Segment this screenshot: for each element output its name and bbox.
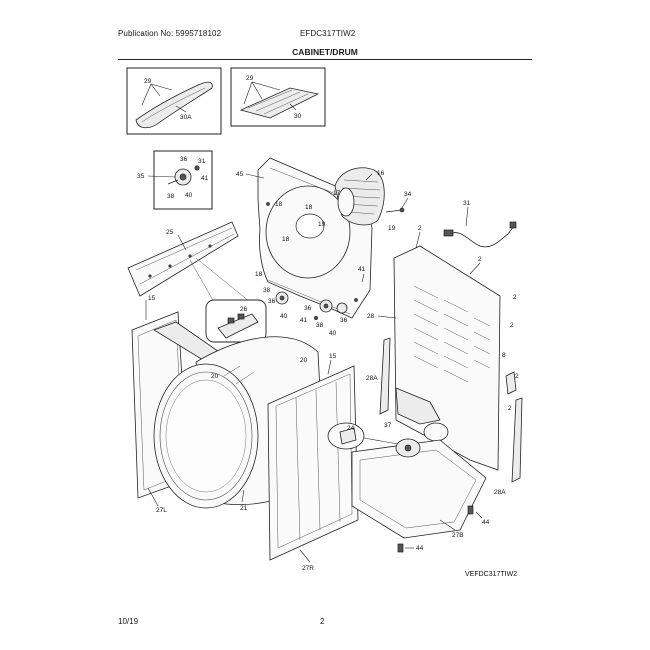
inset-30a: 29 30A	[126, 67, 222, 135]
callout-29: 29	[246, 75, 254, 82]
callout-28: 28	[367, 313, 375, 320]
callout-41: 41	[201, 175, 209, 182]
callout-18: 18	[305, 204, 313, 211]
callout-31: 31	[463, 200, 471, 207]
callout-38: 38	[316, 322, 324, 329]
publication-number: Publication No: 5995718102	[118, 29, 222, 38]
motor-24: 24 37	[327, 422, 399, 450]
callout-20: 20	[211, 373, 219, 380]
blower-housing-16: 16 17	[333, 167, 385, 226]
callout-8: 8	[502, 352, 506, 359]
callout-45: 45	[236, 171, 244, 178]
callout-29: 29	[144, 78, 152, 85]
callout-34: 34	[404, 191, 412, 198]
rollers-front: 38 36 40 36 36 38 41 40 41	[263, 266, 366, 337]
callout-2: 2	[508, 405, 512, 412]
callout-41: 41	[358, 266, 366, 273]
inset-roller-35: 35 36 31 41 38 40	[137, 150, 213, 210]
callout-15: 15	[329, 353, 337, 360]
callout-27r: 27R	[302, 565, 314, 572]
callout-27b: 27B	[452, 532, 464, 539]
callout-28a: 28A	[494, 489, 506, 496]
rear-panel-28: 28 2 2 2 2 2 2 8	[367, 225, 519, 471]
callout-16: 16	[377, 170, 385, 177]
callout-31: 31	[198, 158, 206, 165]
bracket-8	[505, 371, 517, 395]
callout-35: 35	[137, 173, 145, 180]
top-brace-25: 25	[127, 221, 239, 297]
callout-19: 19	[318, 221, 326, 228]
base-27b: 27B	[351, 438, 487, 539]
callout-38: 38	[167, 193, 175, 200]
callout-18: 18	[255, 271, 263, 278]
callout-26: 26	[240, 306, 248, 313]
callout-2: 2	[478, 256, 482, 263]
callout-2: 2	[418, 225, 422, 232]
callout-41: 41	[300, 317, 308, 324]
part-30-duct	[239, 87, 320, 119]
callout-18: 18	[282, 236, 290, 243]
callout-21: 21	[240, 505, 248, 512]
callout-36: 36	[180, 156, 188, 163]
callout-2: 2	[513, 294, 517, 301]
callout-30a: 30A	[180, 114, 192, 121]
callout-2: 2	[515, 373, 519, 380]
footer-date: 10/19	[118, 617, 139, 626]
inset-30: 29 30	[230, 67, 326, 127]
rear-vent-louvers	[413, 285, 491, 383]
callout-38: 38	[263, 287, 271, 294]
callout-36: 36	[268, 298, 276, 305]
callout-20: 20	[300, 357, 308, 364]
callout-24: 24	[347, 425, 355, 432]
callout-28a: 28A	[366, 375, 378, 382]
callout-37: 37	[384, 422, 392, 429]
callout-18: 18	[275, 201, 283, 208]
model-tag: VEFDC317TIW2	[465, 571, 517, 578]
leveling-feet-44: 44 44	[397, 505, 490, 553]
callout-2: 2	[510, 322, 514, 329]
footer-page-number: 2	[320, 617, 325, 626]
callout-25: 25	[166, 229, 174, 236]
callout-27l: 27L	[156, 507, 167, 514]
page-title: CABINET/DRUM	[292, 47, 358, 57]
callout-19: 19	[388, 225, 396, 232]
callout-40: 40	[185, 192, 193, 199]
callout-17: 17	[333, 190, 341, 197]
screw-34: 34 19	[385, 191, 412, 232]
callout-44: 44	[416, 545, 424, 552]
header-divider	[118, 59, 532, 60]
power-cord-31: 31	[443, 200, 517, 248]
callout-30: 30	[294, 113, 302, 120]
callout-15: 15	[148, 295, 156, 302]
callout-44: 44	[482, 519, 490, 526]
callout-36: 36	[340, 317, 348, 324]
callout-40: 40	[280, 313, 288, 320]
side-rails-28a: 28A 28A	[366, 337, 523, 496]
callout-40: 40	[329, 330, 337, 337]
control-board-26: 26	[189, 257, 267, 343]
front-panel-27r: 15 27R	[267, 353, 359, 572]
callout-36: 36	[304, 305, 312, 312]
model-number: EFDC317TIW2	[300, 29, 356, 38]
